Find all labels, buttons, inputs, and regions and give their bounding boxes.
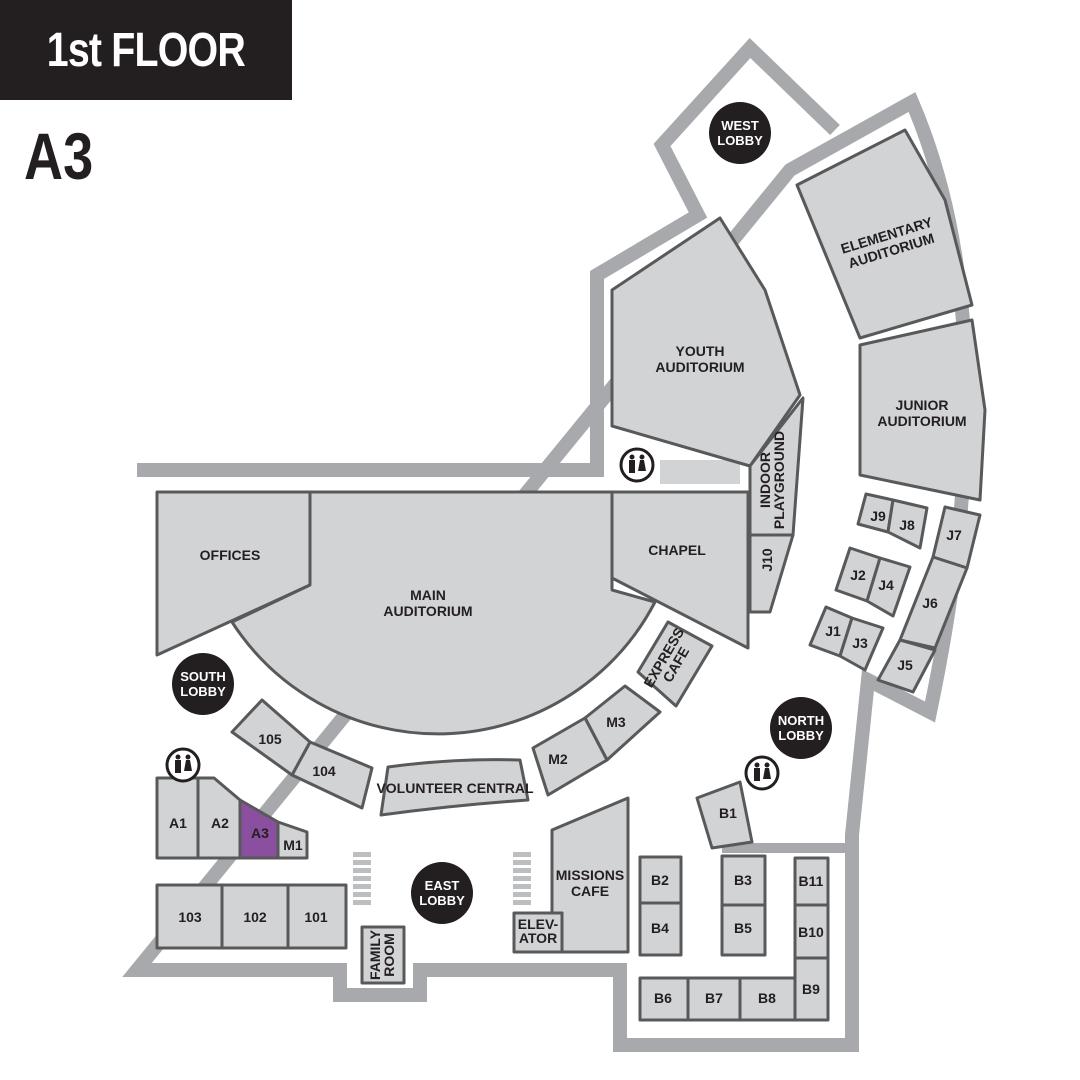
room-label: B7 (705, 990, 723, 1006)
room-b10[interactable]: B10 (793, 903, 830, 960)
room-label: VOLUNTEER CENTRAL (376, 780, 534, 796)
room-102[interactable]: 102 (220, 883, 290, 950)
room-label: B11 (799, 873, 824, 889)
corridor-strip (660, 460, 740, 484)
room-label: A3 (251, 825, 269, 841)
room-j8[interactable]: J8 (886, 498, 929, 550)
room-j5[interactable]: J5 (876, 638, 937, 694)
room-label: J4 (878, 577, 894, 593)
room-label: J10 (759, 548, 775, 572)
room-b1[interactable]: B1 (695, 780, 754, 850)
room-103[interactable]: 103 (155, 883, 224, 950)
room-label: B5 (734, 920, 752, 936)
room-label: B10 (798, 924, 824, 940)
room-family-room[interactable]: FAMILYROOM (360, 925, 406, 985)
floor-title: 1st FLOOR (0, 0, 292, 100)
stairs-icon (513, 852, 531, 905)
room-j6[interactable]: J6 (898, 555, 969, 650)
elevator[interactable]: ELEV-ATOR (512, 911, 564, 954)
location-code: A3 (24, 119, 94, 193)
room-indoor-playground[interactable]: INDOORPLAYGROUND (748, 396, 805, 537)
room-label: M3 (606, 714, 626, 730)
room-b6[interactable]: B6 (638, 976, 690, 1022)
stairs-icon (353, 852, 371, 905)
room-b5[interactable]: B5 (720, 903, 767, 957)
room-b2[interactable]: B2 (638, 855, 683, 905)
room-b3[interactable]: B3 (720, 854, 767, 907)
room-a1[interactable]: A1 (155, 776, 200, 860)
room-volunteer-central[interactable]: VOLUNTEER CENTRAL (376, 758, 534, 817)
room-label: J2 (850, 567, 866, 583)
room-m1[interactable]: M1 (276, 820, 309, 860)
room-b9[interactable]: B9 (793, 956, 830, 1022)
room-label: B4 (651, 920, 669, 936)
room-j4[interactable]: J4 (865, 556, 912, 618)
room-label: CHAPEL (648, 542, 706, 558)
room-express-cafe[interactable]: EXPRESSCAFE (636, 620, 714, 708)
room-label: A2 (211, 815, 229, 831)
restroom-icon[interactable] (744, 755, 780, 791)
room-101[interactable]: 101 (286, 883, 348, 950)
room-j3[interactable]: J3 (838, 616, 885, 672)
room-label: J9 (870, 508, 886, 524)
room-label: ELEV-ATOR (518, 916, 559, 946)
restroom-icon[interactable] (619, 447, 655, 483)
room-b4[interactable]: B4 (638, 901, 683, 957)
room-label: 101 (304, 909, 328, 925)
room-label: J7 (946, 527, 962, 543)
room-label: 103 (178, 909, 202, 925)
floor-title-text: 1st FLOOR (46, 23, 246, 77)
room-label: B1 (719, 805, 737, 821)
room-label: J1 (825, 623, 841, 639)
room-label: 104 (312, 763, 336, 779)
room-label: M2 (548, 751, 568, 767)
room-a2[interactable]: A2 (196, 776, 242, 860)
room-label: INDOORPLAYGROUND (757, 431, 787, 529)
room-label: M1 (283, 837, 303, 853)
room-label: J3 (852, 635, 868, 651)
room-j9[interactable]: J9 (856, 492, 895, 534)
room-elementary-auditorium[interactable]: ELEMENTARYAUDITORIUM (795, 128, 974, 340)
room-label: J6 (922, 595, 938, 611)
room-label: B9 (802, 981, 820, 997)
room-b11[interactable]: B11 (793, 856, 830, 907)
room-105[interactable]: 105 (230, 698, 312, 777)
room-label: OFFICES (200, 547, 261, 563)
room-label: B2 (651, 872, 669, 888)
room-b7[interactable]: B7 (686, 976, 742, 1022)
room-label: J5 (897, 657, 913, 673)
room-label: FAMILYROOM (367, 929, 397, 980)
room-b8[interactable]: B8 (738, 976, 797, 1022)
room-m2[interactable]: M2 (531, 716, 609, 797)
room-label: 102 (243, 909, 267, 925)
room-label: B3 (734, 872, 752, 888)
room-label: B6 (654, 990, 672, 1006)
room-label: B8 (758, 990, 776, 1006)
room-label: J8 (899, 517, 915, 533)
room-chapel[interactable]: CHAPEL (610, 490, 750, 650)
restroom-icon[interactable] (165, 747, 201, 783)
room-label: 105 (258, 731, 282, 747)
room-j10[interactable]: J10 (748, 533, 795, 614)
room-label: A1 (169, 815, 187, 831)
